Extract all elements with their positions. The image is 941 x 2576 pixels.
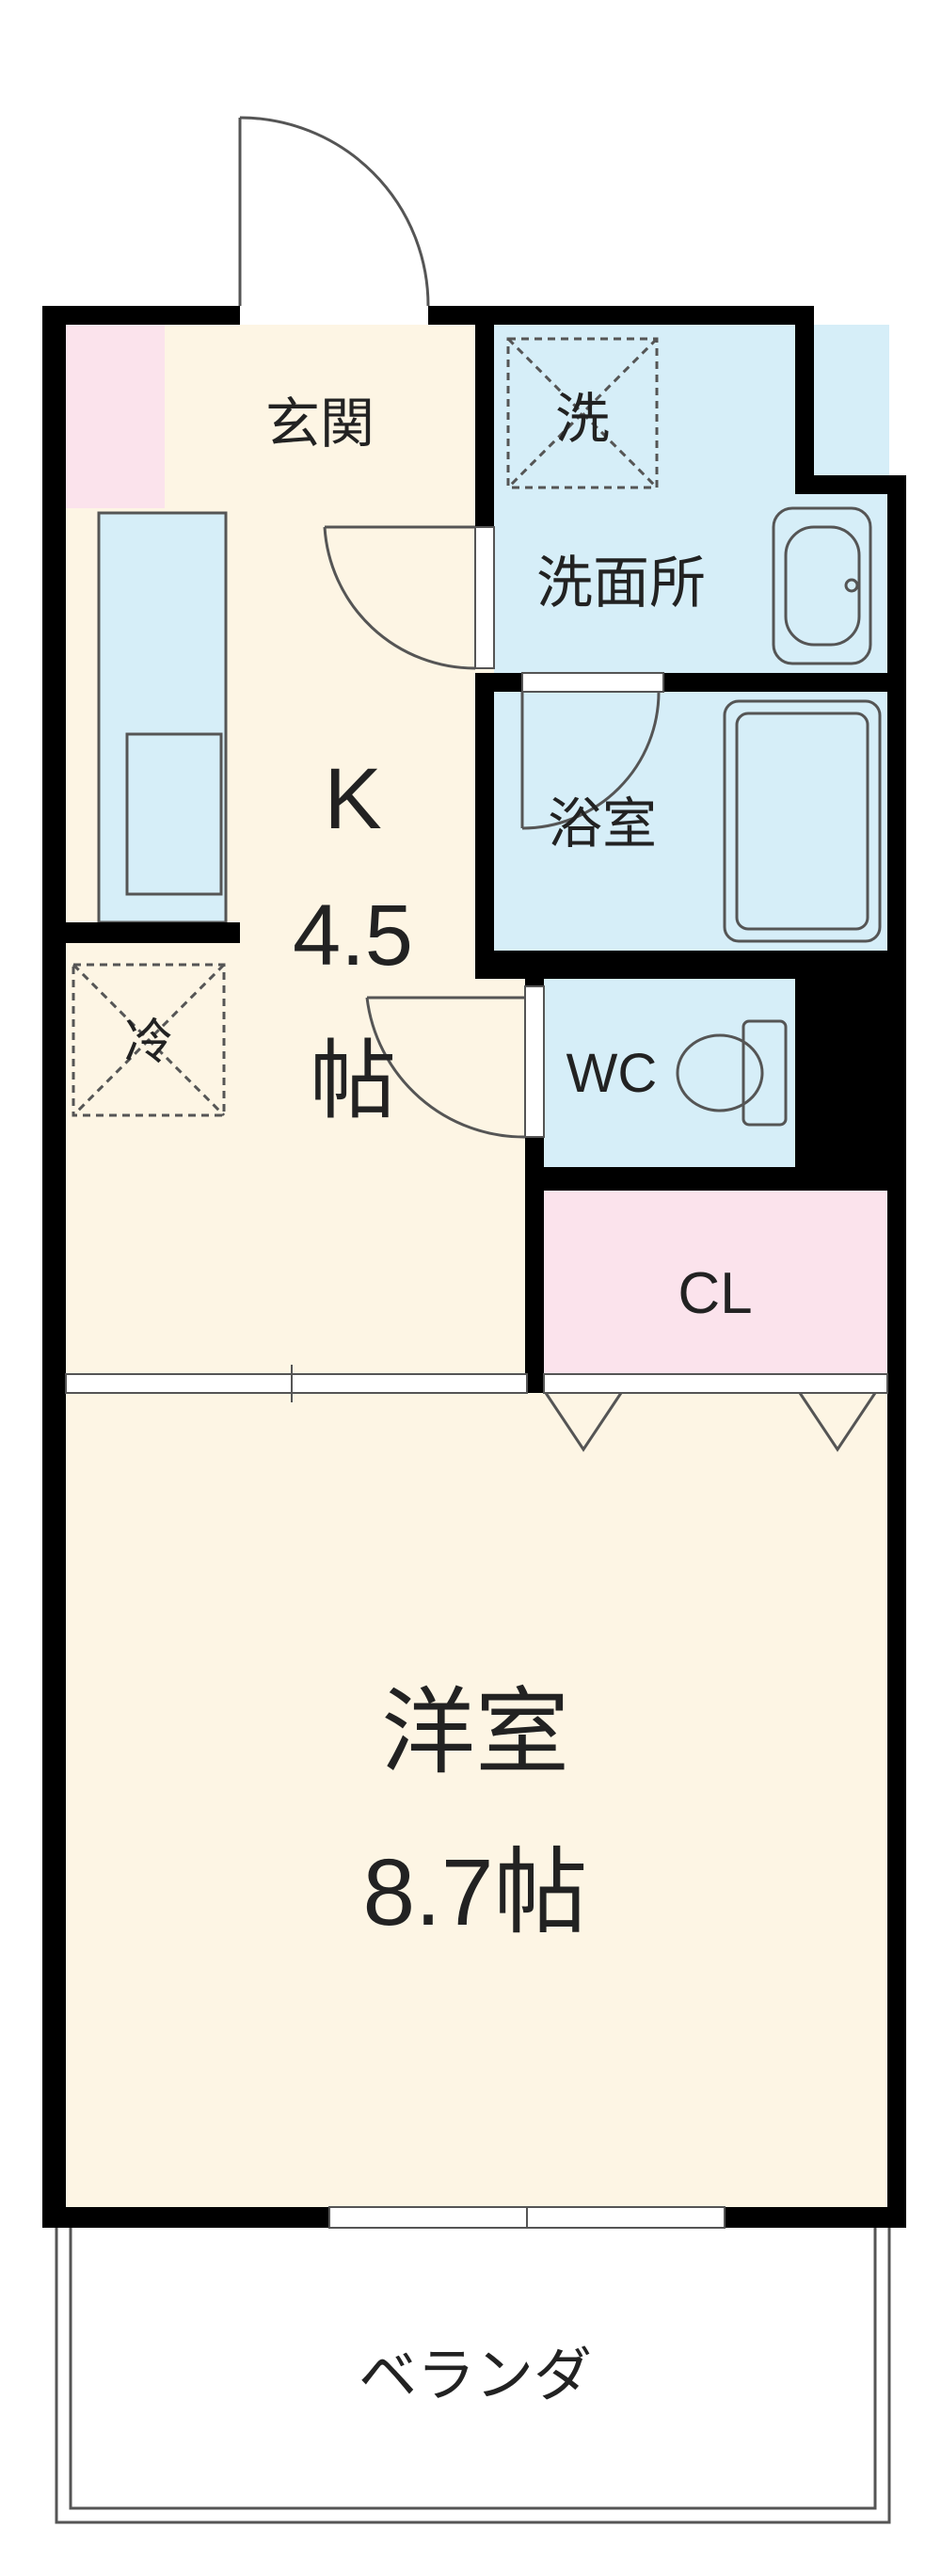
washer-pan: [506, 337, 659, 489]
veranda-railing: [55, 2228, 891, 2524]
washroom-label: 洗面所: [536, 552, 706, 615]
entrance-label: 玄関: [265, 393, 375, 455]
wc-floor: [544, 979, 795, 1167]
kitchen-unit-label: 帖: [310, 1033, 396, 1129]
closet-door-left: [544, 1392, 623, 1452]
bath-label: 浴室: [548, 793, 657, 855]
western-room-floor: [66, 1393, 887, 2226]
bathtub: [723, 699, 882, 943]
closet-floor: [544, 1191, 887, 1384]
washer-label: 洗: [555, 389, 610, 450]
wash-basin: [772, 506, 872, 665]
bath-floor: [494, 692, 889, 951]
western-room-name-label: 洋室: [381, 1680, 569, 1785]
washroom-floor: [494, 325, 889, 673]
sliding-door: [65, 1373, 528, 1394]
toilet-bowl: [676, 1033, 764, 1112]
door-swings: [238, 116, 661, 1139]
entrance-floor: [165, 325, 475, 508]
kitchen-size-label: 4.5: [293, 888, 413, 984]
fridge-space: [72, 963, 226, 1117]
shoe-cabinet: [66, 325, 165, 508]
veranda-label: ベランダ: [359, 2344, 592, 2408]
kitchen-name-label: K: [324, 751, 381, 847]
fridge-label: 冷: [124, 1016, 173, 1070]
wc-label: WC: [566, 1043, 658, 1104]
closet-label: CL: [678, 1261, 752, 1326]
closet-door-right: [798, 1392, 877, 1452]
western-room-size-label: 8.7帖: [362, 1840, 587, 1945]
kitchen-sink: [125, 732, 223, 896]
toilet-tank: [742, 1019, 788, 1127]
